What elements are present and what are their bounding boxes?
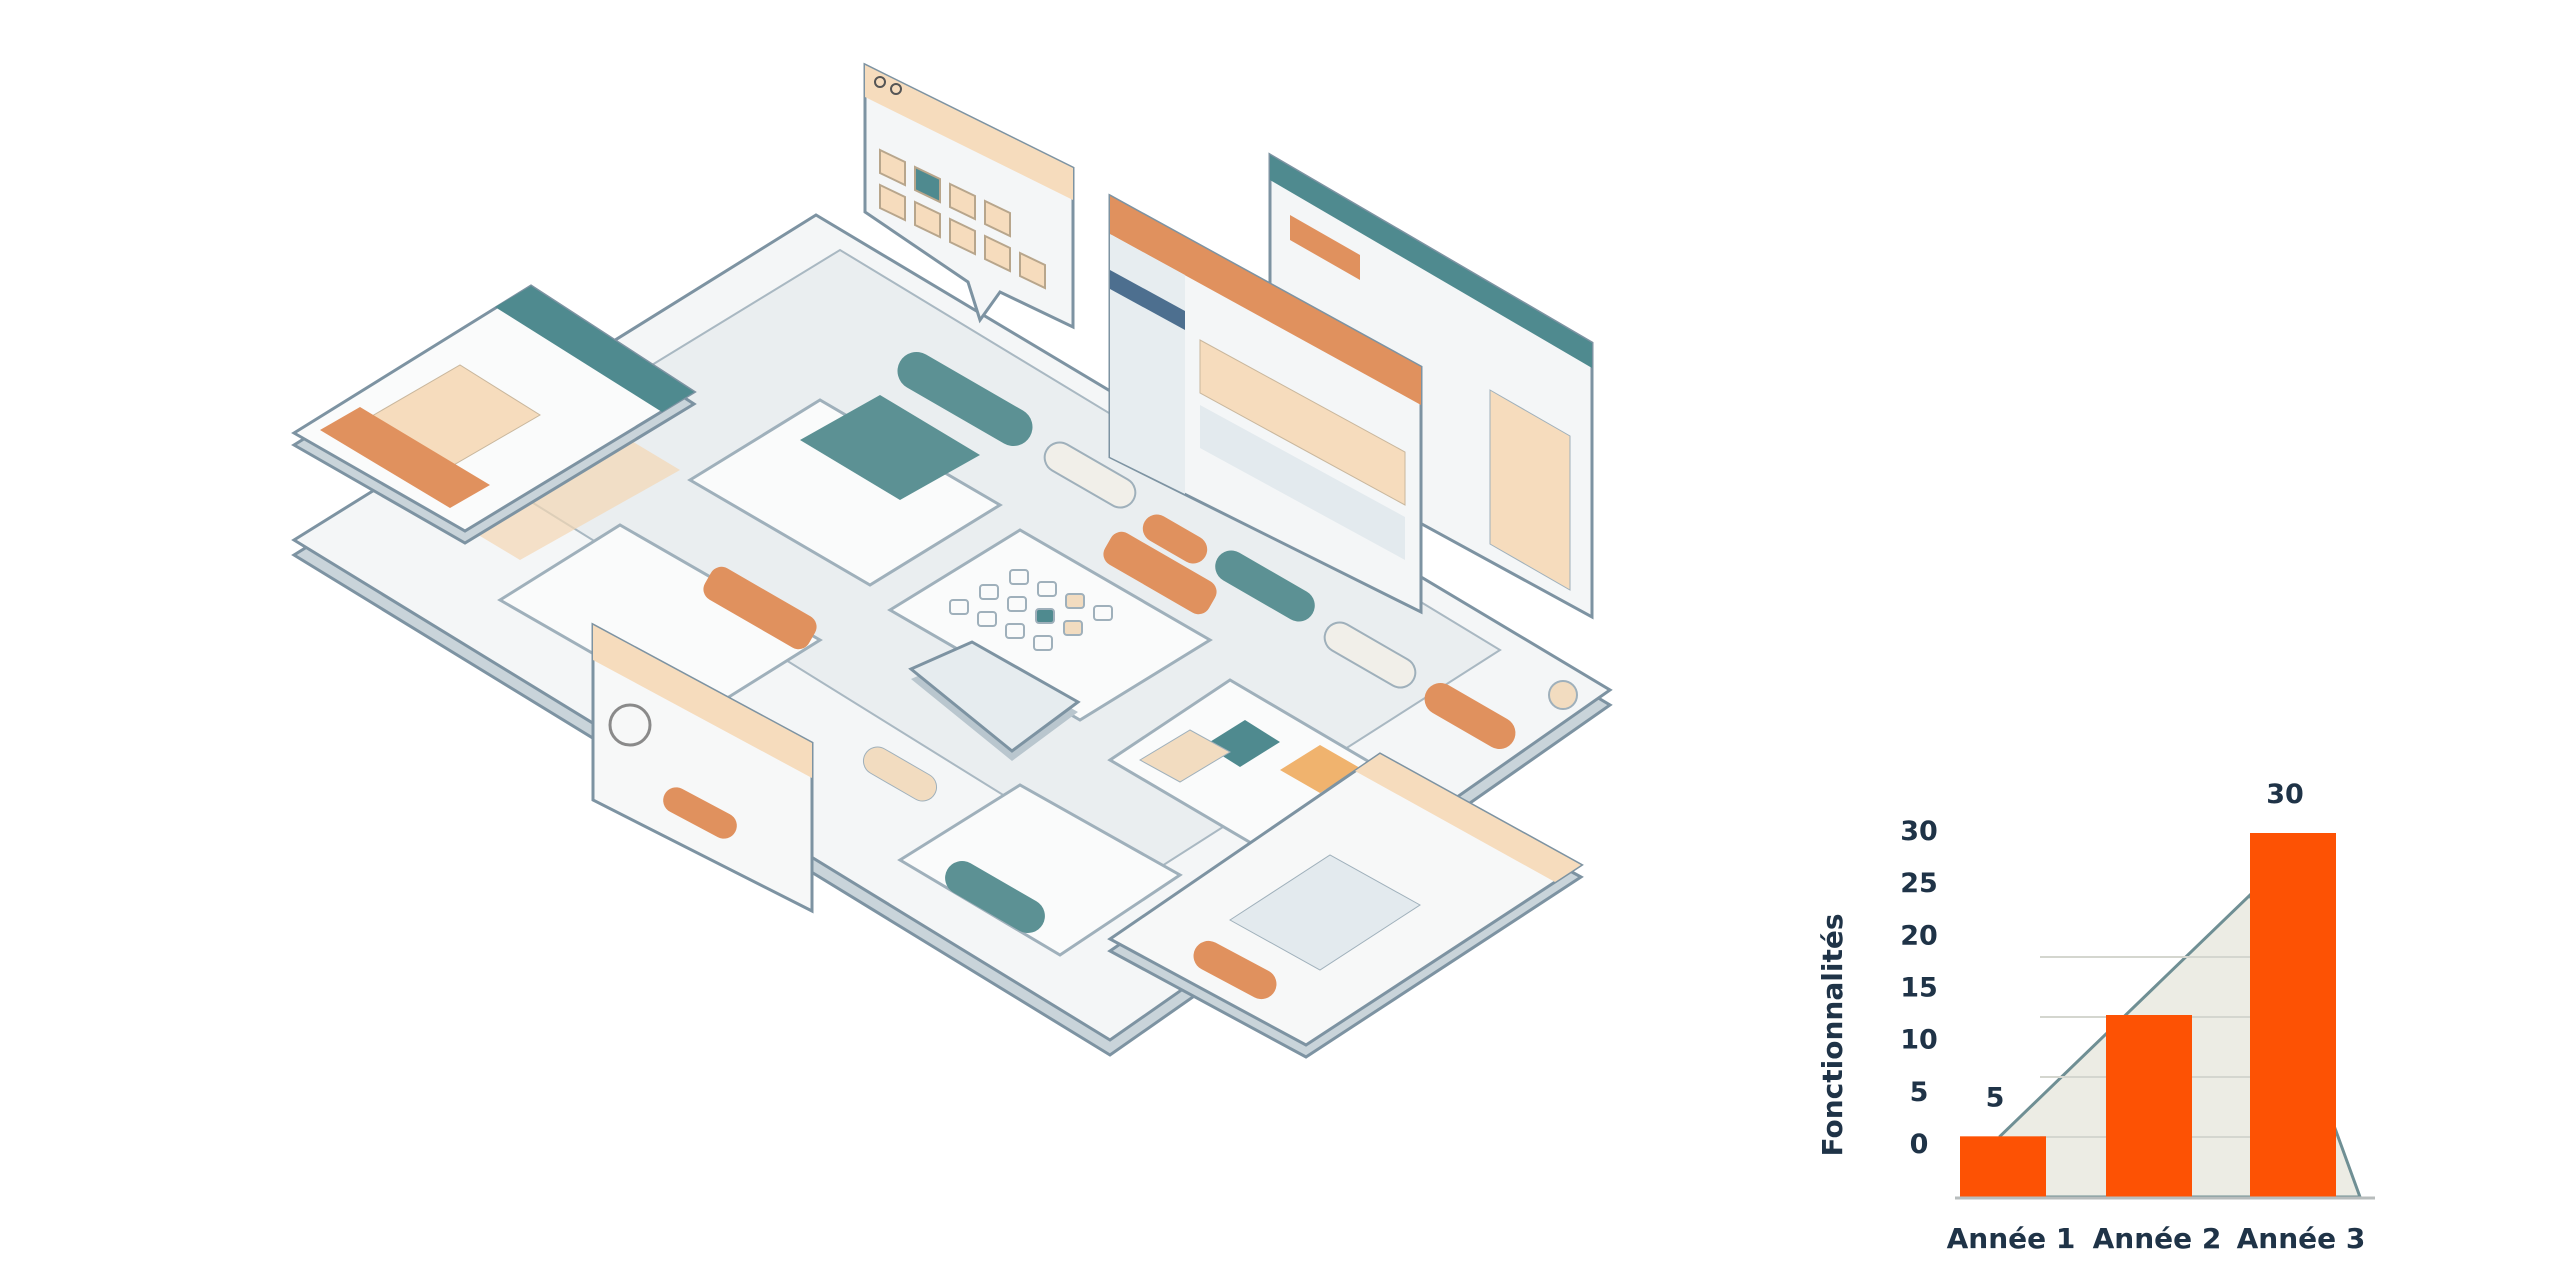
x-category-label: Année 3 (2237, 1222, 2366, 1255)
floating-window-back (1268, 152, 1594, 620)
bar-1 (1960, 1136, 2046, 1197)
floating-profile-card (591, 622, 814, 914)
data-label: 30 (2266, 779, 2304, 810)
bar-3 (2250, 833, 2336, 1197)
data-label: 5 (1986, 1082, 2005, 1113)
floating-window-front (1108, 193, 1423, 615)
y-axis-label: Fonctionnalités (1816, 914, 1849, 1157)
bar-chart: 0 5 10 15 20 25 30 Année 1 Année 2 Année 3 5 30 F… (1816, 779, 2375, 1255)
y-ticks: 0 5 10 15 20 25 30 (1900, 816, 1938, 1160)
y-tick-label: 30 (1900, 816, 1938, 847)
avatar-icon (608, 703, 652, 747)
y-tick-label: 25 (1900, 868, 1938, 899)
floating-card-bottom-right (1107, 752, 1584, 1059)
bar-2 (2106, 1015, 2192, 1197)
x-category-label: Année 1 (1947, 1222, 2076, 1255)
y-tick-label: 5 (1910, 1077, 1929, 1108)
y-tick-label: 10 (1900, 1025, 1938, 1056)
x-category-label: Année 2 (2093, 1222, 2222, 1255)
data-labels: 5 30 (1986, 779, 2304, 1113)
y-tick-label: 20 (1900, 920, 1938, 951)
isometric-ui-illustration (291, 62, 1613, 1059)
x-categories: Année 1 Année 2 Année 3 (1947, 1222, 2366, 1255)
bars (1960, 833, 2336, 1197)
y-tick-label: 15 (1900, 973, 1938, 1004)
floating-calendar-window (863, 62, 1075, 330)
floating-card-left (291, 284, 697, 560)
floating-small-card (908, 640, 1081, 761)
y-tick-label: 0 (1910, 1129, 1929, 1160)
